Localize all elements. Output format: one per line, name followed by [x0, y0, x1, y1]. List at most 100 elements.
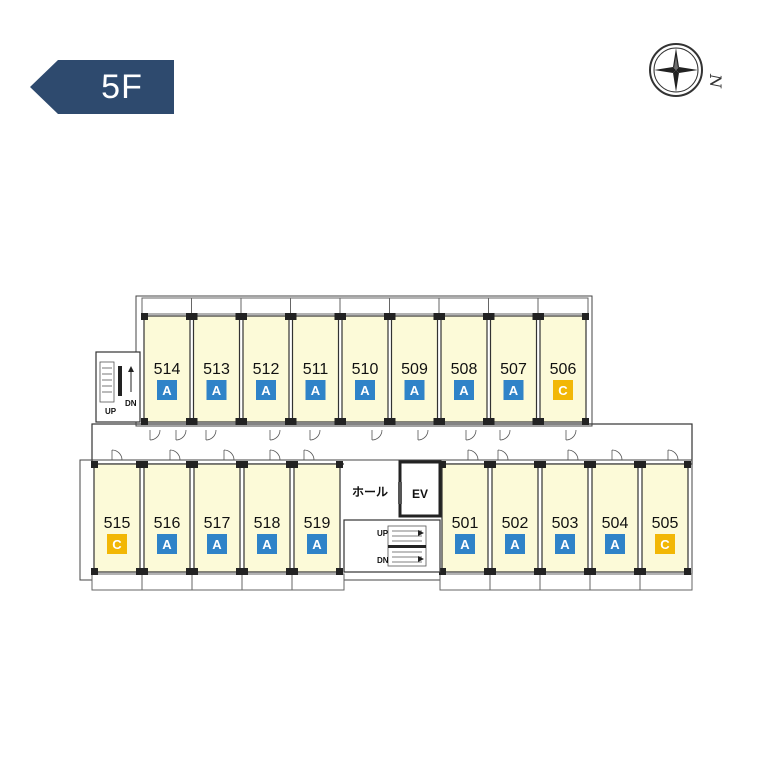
unit-type-label: A: [212, 383, 222, 398]
unit-room: [143, 315, 191, 423]
unit-type-badge: [157, 380, 177, 400]
unit-type-badge: [503, 380, 524, 400]
unit-number: 511: [303, 361, 329, 378]
unit-type-label: A: [262, 537, 272, 552]
door-swing: [497, 449, 509, 461]
unit-type-badge: [157, 534, 177, 554]
balcony: [539, 573, 593, 591]
balcony: [589, 573, 643, 591]
west-stairs: UP DN: [95, 351, 141, 423]
unit-number: 518: [254, 515, 281, 532]
unit-room: [539, 315, 587, 423]
unit-type-badge: [307, 534, 327, 554]
unit-type-label: A: [460, 537, 470, 552]
door-swing: [303, 449, 315, 461]
unit-room: [291, 315, 340, 423]
door-swing: [417, 429, 429, 441]
south-balconies: [91, 573, 693, 591]
unit-number: 517: [204, 515, 231, 532]
door-swing: [567, 449, 579, 461]
door-swing: [205, 429, 217, 441]
door-swing: [565, 429, 577, 441]
unit-room: [192, 315, 241, 423]
unit-number: 504: [602, 515, 629, 532]
door-swing: [269, 429, 281, 441]
unit-room: [491, 463, 539, 573]
unit-type-label: A: [162, 383, 172, 398]
unit-type-label: A: [510, 537, 520, 552]
unit-type-label: A: [360, 383, 370, 398]
balcony: [291, 573, 345, 591]
unit-type-badge: [553, 380, 573, 400]
unit-type-label: C: [558, 383, 568, 398]
unit-number: 514: [154, 361, 181, 378]
unit-type-label: A: [610, 537, 620, 552]
balcony: [339, 297, 391, 315]
unit-number: 509: [401, 361, 428, 378]
unit-number: 519: [304, 515, 331, 532]
unit-number: 503: [552, 515, 579, 532]
compass: N: [648, 42, 730, 102]
central-stairs-up-label: UP: [377, 529, 389, 538]
door-swing: [371, 429, 383, 441]
floor-label: 5F: [101, 68, 143, 106]
unit-type-badge: [107, 534, 127, 554]
unit-room: [242, 315, 290, 423]
door-swing: [467, 449, 479, 461]
west-stairs-down-label: DN: [125, 399, 137, 408]
balcony: [639, 573, 693, 591]
unit-number: 505: [652, 515, 679, 532]
door-swing: [499, 429, 511, 441]
unit-type-label: A: [459, 383, 469, 398]
door-swing: [175, 429, 187, 441]
unit-type-badge: [355, 380, 375, 400]
balcony: [488, 297, 539, 315]
door-swing: [309, 429, 321, 441]
balcony: [489, 573, 543, 591]
west-stairs-up-label: UP: [105, 407, 117, 416]
unit-number: 513: [203, 361, 230, 378]
unit-type-badge: [454, 380, 474, 400]
corridor: [91, 423, 693, 465]
unit-number: 516: [154, 515, 181, 532]
floor-tag: 5F: [30, 60, 174, 114]
unit-room: [390, 315, 439, 423]
compass-rose-icon: N: [649, 43, 725, 97]
unit-number: 515: [104, 515, 131, 532]
unit-room: [489, 315, 538, 423]
elevator-label: EV: [412, 487, 428, 501]
door-swing: [667, 449, 679, 461]
unit-number: 502: [502, 515, 529, 532]
balcony: [290, 297, 341, 315]
unit-type-label: A: [311, 383, 321, 398]
door-swing: [465, 429, 477, 441]
unit-type-badge: [455, 534, 475, 554]
unit-room: [440, 315, 488, 423]
central-stairs-down-label: DN: [377, 556, 389, 565]
unit-number: 501: [452, 515, 479, 532]
unit-type-badge: [655, 534, 675, 554]
unit-room: [591, 463, 639, 573]
unit-type-label: C: [112, 537, 122, 552]
unit-type-badge: [605, 534, 625, 554]
balcony: [241, 573, 295, 591]
balcony: [389, 297, 440, 315]
unit-room: [341, 315, 389, 423]
